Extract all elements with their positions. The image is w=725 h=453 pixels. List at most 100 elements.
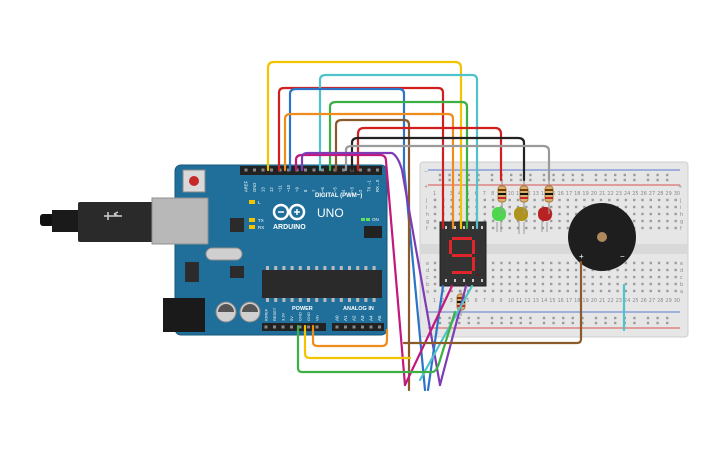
rail-hole[interactable] xyxy=(571,173,574,177)
breadboard-hole[interactable] xyxy=(508,226,511,230)
breadboard-hole[interactable] xyxy=(608,198,611,202)
breadboard-hole[interactable] xyxy=(641,212,644,216)
breadboard-hole[interactable] xyxy=(541,275,545,279)
rail-hole[interactable] xyxy=(529,316,532,320)
breadboard-hole[interactable] xyxy=(674,282,677,286)
breadboard-hole[interactable] xyxy=(550,205,553,209)
breadboard-hole[interactable] xyxy=(616,198,619,202)
breadboard-hole[interactable] xyxy=(641,226,644,230)
breadboard-hole[interactable] xyxy=(591,198,594,202)
analog-pin[interactable] xyxy=(361,325,364,329)
rail-hole[interactable] xyxy=(542,316,546,320)
rail-hole[interactable] xyxy=(490,178,494,182)
breadboard-hole[interactable] xyxy=(533,212,536,216)
breadboard-hole[interactable] xyxy=(574,275,578,279)
rail-hole[interactable] xyxy=(656,173,659,177)
breadboard-hole[interactable] xyxy=(558,226,561,230)
analog-pin[interactable] xyxy=(369,325,373,329)
rail-hole[interactable] xyxy=(542,321,546,325)
breadboard-hole[interactable] xyxy=(550,219,553,223)
rail-hole[interactable] xyxy=(614,173,617,177)
rail-hole[interactable] xyxy=(519,173,522,177)
rail-hole[interactable] xyxy=(477,321,480,325)
breadboard-hole[interactable] xyxy=(525,275,528,279)
breadboard-hole[interactable] xyxy=(633,268,636,272)
breadboard-hole[interactable] xyxy=(433,261,437,265)
breadboard-hole[interactable] xyxy=(674,261,677,265)
breadboard-hole[interactable] xyxy=(500,261,503,265)
rail-hole[interactable] xyxy=(581,178,584,182)
breadboard-hole[interactable] xyxy=(450,212,453,216)
rail-hole[interactable] xyxy=(467,316,470,320)
breadboard-hole[interactable] xyxy=(533,205,536,209)
breadboard-hole[interactable] xyxy=(599,198,603,202)
power-pin[interactable] xyxy=(315,325,319,329)
breadboard-hole[interactable] xyxy=(516,219,520,223)
bottom-header-pins[interactable] xyxy=(264,325,382,329)
breadboard-hole[interactable] xyxy=(583,282,586,286)
breadboard-hole[interactable] xyxy=(574,205,578,209)
rail-hole[interactable] xyxy=(604,173,607,177)
breadboard-hole[interactable] xyxy=(433,275,437,279)
breadboard-hole[interactable] xyxy=(491,226,495,230)
rail-hole[interactable] xyxy=(438,316,442,320)
breadboard-hole[interactable] xyxy=(483,212,486,216)
breadboard-hole[interactable] xyxy=(550,268,553,272)
breadboard-hole[interactable] xyxy=(558,219,561,223)
header-pin[interactable] xyxy=(367,168,371,172)
rail-hole[interactable] xyxy=(666,321,669,325)
breadboard-hole[interactable] xyxy=(657,289,661,293)
breadboard-hole[interactable] xyxy=(525,226,528,230)
breadboard-hole[interactable] xyxy=(616,268,619,272)
breadboard-hole[interactable] xyxy=(599,282,603,286)
breadboard-hole[interactable] xyxy=(624,282,628,286)
rail-hole[interactable] xyxy=(490,321,494,325)
breadboard-hole[interactable] xyxy=(583,275,586,279)
breadboard-hole[interactable] xyxy=(433,212,437,216)
breadboard-hole[interactable] xyxy=(591,268,594,272)
breadboard-hole[interactable] xyxy=(566,261,569,265)
breadboard-hole[interactable] xyxy=(649,212,652,216)
breadboard-hole[interactable] xyxy=(633,282,636,286)
rail-hole[interactable] xyxy=(519,321,522,325)
breadboard-hole[interactable] xyxy=(508,268,511,272)
breadboard-hole[interactable] xyxy=(533,275,536,279)
breadboard-hole[interactable] xyxy=(657,282,661,286)
breadboard-hole[interactable] xyxy=(674,219,677,223)
breadboard-hole[interactable] xyxy=(525,205,528,209)
breadboard-hole[interactable] xyxy=(649,205,652,209)
rail-hole[interactable] xyxy=(438,173,442,177)
rail-hole[interactable] xyxy=(656,321,659,325)
rail-hole[interactable] xyxy=(438,321,442,325)
breadboard-hole[interactable] xyxy=(574,268,578,272)
breadboard-hole[interactable] xyxy=(558,205,561,209)
rail-hole[interactable] xyxy=(562,316,565,320)
breadboard-hole[interactable] xyxy=(666,219,669,223)
power-pin[interactable] xyxy=(281,325,285,329)
rail-hole[interactable] xyxy=(633,321,636,325)
breadboard-hole[interactable] xyxy=(566,212,569,216)
breadboard-hole[interactable] xyxy=(674,198,677,202)
resistor-red[interactable] xyxy=(544,180,554,214)
breadboard-hole[interactable] xyxy=(574,282,578,286)
breadboard-hole[interactable] xyxy=(541,282,545,286)
breadboard-hole[interactable] xyxy=(599,275,603,279)
breadboard-hole[interactable] xyxy=(450,198,453,202)
breadboard-hole[interactable] xyxy=(641,268,644,272)
rail-hole[interactable] xyxy=(552,173,555,177)
breadboard-hole[interactable] xyxy=(508,282,511,286)
power-pin[interactable] xyxy=(290,325,293,329)
rail-hole[interactable] xyxy=(510,316,513,320)
breadboard-hole[interactable] xyxy=(649,282,652,286)
breadboard-hole[interactable] xyxy=(591,275,594,279)
breadboard-hole[interactable] xyxy=(500,282,503,286)
rail-hole[interactable] xyxy=(623,178,626,182)
breadboard-hole[interactable] xyxy=(525,268,528,272)
breadboard-hole[interactable] xyxy=(657,219,661,223)
breadboard-hole[interactable] xyxy=(467,205,470,209)
rail-hole[interactable] xyxy=(594,178,598,182)
breadboard-hole[interactable] xyxy=(649,268,652,272)
analog-pin[interactable] xyxy=(344,325,347,329)
rail-hole[interactable] xyxy=(594,321,598,325)
wire-magenta-segment[interactable] xyxy=(294,153,407,387)
